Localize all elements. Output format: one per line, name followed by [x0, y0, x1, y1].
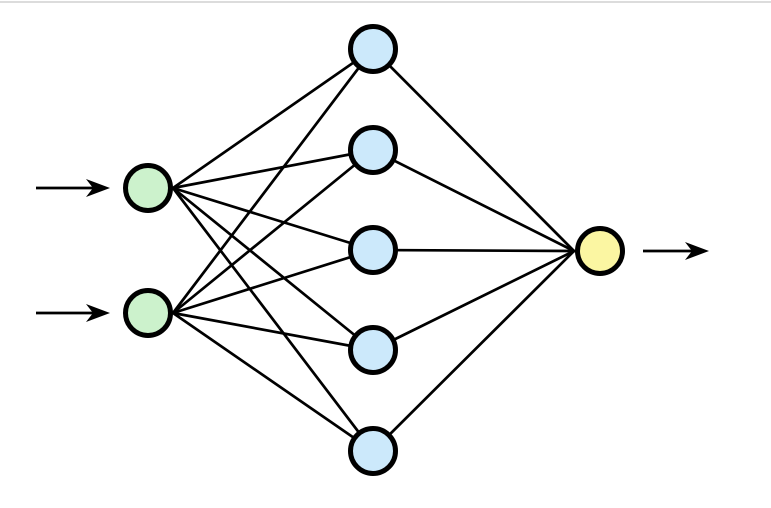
- connection-edge: [171, 186, 375, 352]
- connection-edge: [371, 47, 576, 253]
- connection-edge: [371, 148, 576, 253]
- input-node-2: [123, 288, 173, 338]
- connection-edge: [171, 148, 375, 315]
- input-node-1: [123, 163, 173, 213]
- hidden-node-2: [348, 125, 398, 175]
- input-arrow-2-head-icon: [86, 304, 110, 322]
- output-arrow-1-head-icon: [685, 242, 709, 260]
- connection-edge: [171, 47, 375, 190]
- connection-edge: [171, 186, 375, 252]
- hidden-node-4: [348, 325, 398, 375]
- connection-edge: [171, 148, 375, 190]
- output-node-1: [575, 226, 625, 276]
- connection-edge: [371, 249, 576, 352]
- connection-edge: [171, 248, 375, 315]
- connection-edge: [171, 311, 375, 352]
- hidden-node-1: [348, 24, 398, 74]
- connection-edge: [171, 186, 375, 453]
- hidden-node-5: [348, 426, 398, 476]
- connection-edge: [171, 47, 375, 315]
- connection-edge: [171, 311, 375, 453]
- input-arrow-1-head-icon: [86, 179, 110, 197]
- top-border-line: [0, 1, 771, 3]
- connection-edge: [371, 249, 576, 453]
- connection-edge: [371, 248, 576, 253]
- hidden-node-3: [348, 225, 398, 275]
